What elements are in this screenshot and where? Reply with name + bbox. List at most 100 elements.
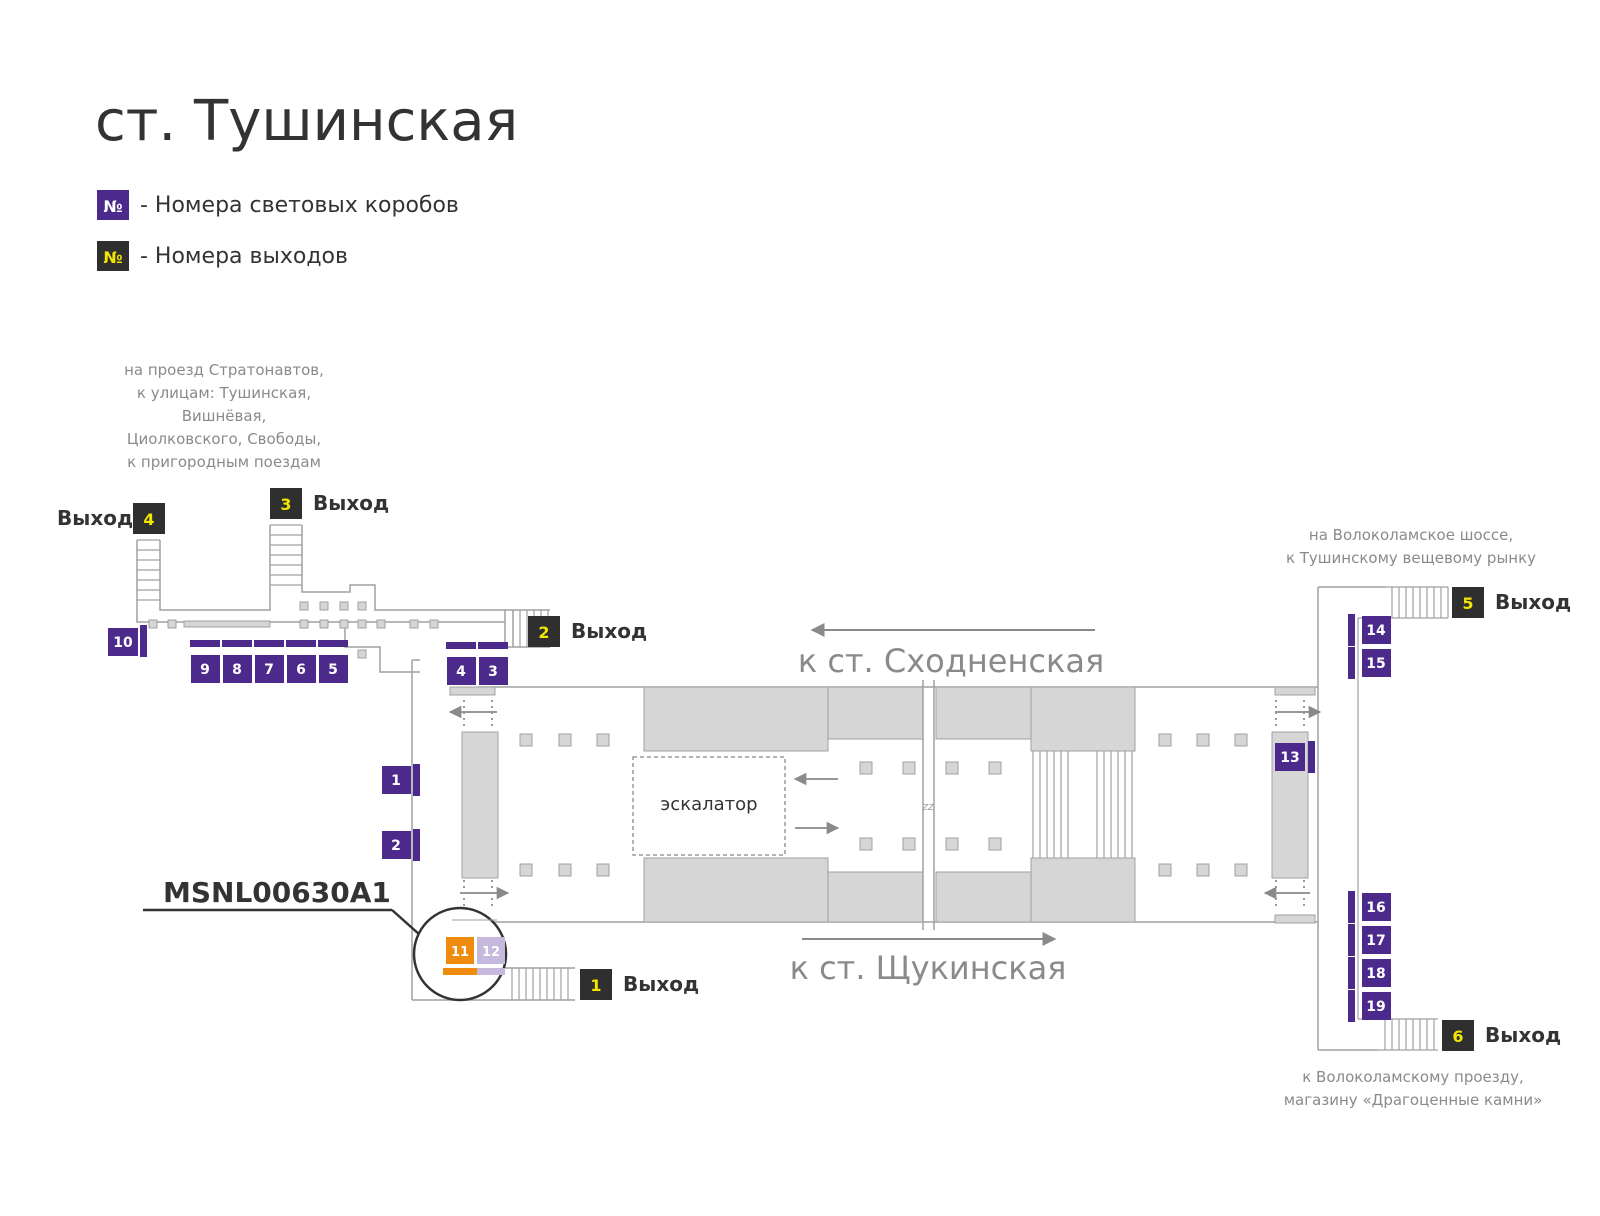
stairs-exit-5 <box>1358 586 1449 619</box>
lightbox-strip <box>1308 741 1315 773</box>
escalator-box <box>632 756 786 856</box>
direction-top-label: к ст. Сходненская <box>798 642 1104 680</box>
lightbox-label: 13 <box>1280 750 1299 766</box>
lightbox-marker <box>223 655 252 683</box>
note-line: на проезд Стратонавтов, <box>124 361 324 379</box>
note-line: к Волоколамскому проезду, <box>1302 1068 1524 1086</box>
lightbox-label: 3 <box>488 664 498 680</box>
lightbox-label: 9 <box>200 662 210 678</box>
exit-number: 3 <box>280 495 291 514</box>
lightbox-label: 10 <box>113 635 133 651</box>
legend-lightbox-label: - Номера световых коробов <box>140 193 459 218</box>
exit-label: Выход <box>313 491 389 515</box>
lightbox-strip <box>1348 957 1355 989</box>
exit-marker <box>270 488 302 519</box>
lightbox-strip <box>1348 924 1355 956</box>
vestibule-lightbox-strips <box>140 625 508 657</box>
lightbox-badges: 10 9 8 7 6 5 4 3 1 2 13 14 15 <box>108 614 1391 1022</box>
stairs-exit-4 <box>137 539 160 601</box>
note-line: к Тушинскому вещевому рынку <box>1286 549 1536 567</box>
lightbox-strip <box>1348 891 1355 923</box>
lightbox-strip <box>413 829 420 861</box>
flow-arrows <box>448 705 1322 900</box>
center-stairs <box>1032 751 1133 858</box>
exit-number: 6 <box>1452 1027 1463 1046</box>
lightbox-strip <box>1348 647 1355 679</box>
lightbox-marker <box>1362 893 1391 921</box>
lightbox-marker <box>479 657 508 685</box>
lightbox-label: 5 <box>328 662 338 678</box>
note-bottom-right: к Волоколамскому проезду, магазину «Драг… <box>1284 1068 1543 1109</box>
direction-bottom-label: к ст. Щукинская <box>790 949 1067 987</box>
lightbox-label: 6 <box>296 662 306 678</box>
exit-label: Выход <box>571 619 647 643</box>
highlight-code: MSNL00630A1 <box>163 876 391 909</box>
legend-exit: № <box>97 241 129 271</box>
note-line: Вишнёвая, <box>182 407 267 425</box>
exit-marker <box>1442 1020 1474 1051</box>
lightbox-marker <box>1362 926 1391 954</box>
lightbox-marker <box>1275 743 1305 771</box>
lightbox-label: 17 <box>1366 933 1385 949</box>
lightbox-strip-dim <box>477 968 505 975</box>
lightbox-marker <box>447 657 476 685</box>
note-top-left: на проезд Стратонавтов, к улицам: Тушинс… <box>124 361 324 471</box>
lightbox-strip <box>1348 614 1355 646</box>
lightbox-label: 12 <box>482 945 500 960</box>
lightbox-label: 18 <box>1366 966 1385 982</box>
lightbox-marker <box>108 628 138 656</box>
note-line: на Волоколамское шоссе, <box>1309 526 1513 544</box>
exit-label: Выход <box>1485 1023 1561 1047</box>
turnstiles <box>463 700 1305 908</box>
note-top-right: на Волоколамское шоссе, к Тушинскому вещ… <box>1286 526 1536 567</box>
stairs-exit-3 <box>270 524 302 586</box>
exit-marker <box>580 969 612 1000</box>
lightbox-label: 4 <box>456 664 466 680</box>
lightbox-marker <box>191 655 220 683</box>
legend-lightbox-symbol: № <box>103 197 122 216</box>
note-line: Циолковского, Свободы, <box>127 430 321 448</box>
exit-marker <box>528 616 560 647</box>
lightbox-label: 15 <box>1366 656 1385 672</box>
lightbox-marker <box>1362 959 1391 987</box>
exit-number: 2 <box>538 623 549 642</box>
exit-label: Выход <box>623 972 699 996</box>
highlight-callout: MSNL00630A1 11 12 <box>143 876 508 1002</box>
lightbox-marker <box>382 766 411 794</box>
legend-lightbox: № <box>97 190 129 220</box>
lightbox-marker <box>1362 616 1391 644</box>
divider-mark: zz <box>921 800 934 813</box>
vestibule-fixtures <box>148 601 439 659</box>
lightbox-label: 1 <box>391 773 401 789</box>
lightbox-marker <box>1362 649 1391 677</box>
structural-blocks <box>643 686 1136 923</box>
columns <box>461 731 1309 879</box>
note-line: к улицам: Тушинская, <box>137 384 311 402</box>
escalator-label: эскалатор <box>660 794 757 815</box>
note-line: к пригородным поездам <box>127 453 321 471</box>
lightbox-marker <box>287 655 316 683</box>
exit-label: Выход <box>1495 590 1571 614</box>
lightbox-label: 16 <box>1366 900 1385 916</box>
lightbox-marker <box>382 831 411 859</box>
exit-marker <box>133 503 165 534</box>
lightbox-marker <box>1362 992 1391 1020</box>
legend-exit-label: - Номера выходов <box>140 244 348 269</box>
center-divider <box>922 680 935 930</box>
lightbox-marker-highlighted[interactable] <box>446 937 474 964</box>
lightbox-label: 8 <box>232 662 242 678</box>
lightbox-marker <box>319 655 348 683</box>
pillars <box>519 733 1248 877</box>
lightbox-marker <box>255 655 284 683</box>
lightbox-label: 19 <box>1366 999 1385 1015</box>
hall-edges <box>449 686 1316 924</box>
exit-number: 4 <box>143 510 154 529</box>
lightbox-strip-highlighted <box>443 968 477 975</box>
exit-number: 5 <box>1462 594 1473 613</box>
exit-badges: Выход 4 3 Выход 2 Выход 1 Выход 5 Выход … <box>57 488 1571 1051</box>
exit-number: 1 <box>590 976 601 995</box>
lightbox-strip <box>1348 990 1355 1022</box>
lightbox-label: 2 <box>391 838 401 854</box>
lightbox-label: 7 <box>264 662 274 678</box>
